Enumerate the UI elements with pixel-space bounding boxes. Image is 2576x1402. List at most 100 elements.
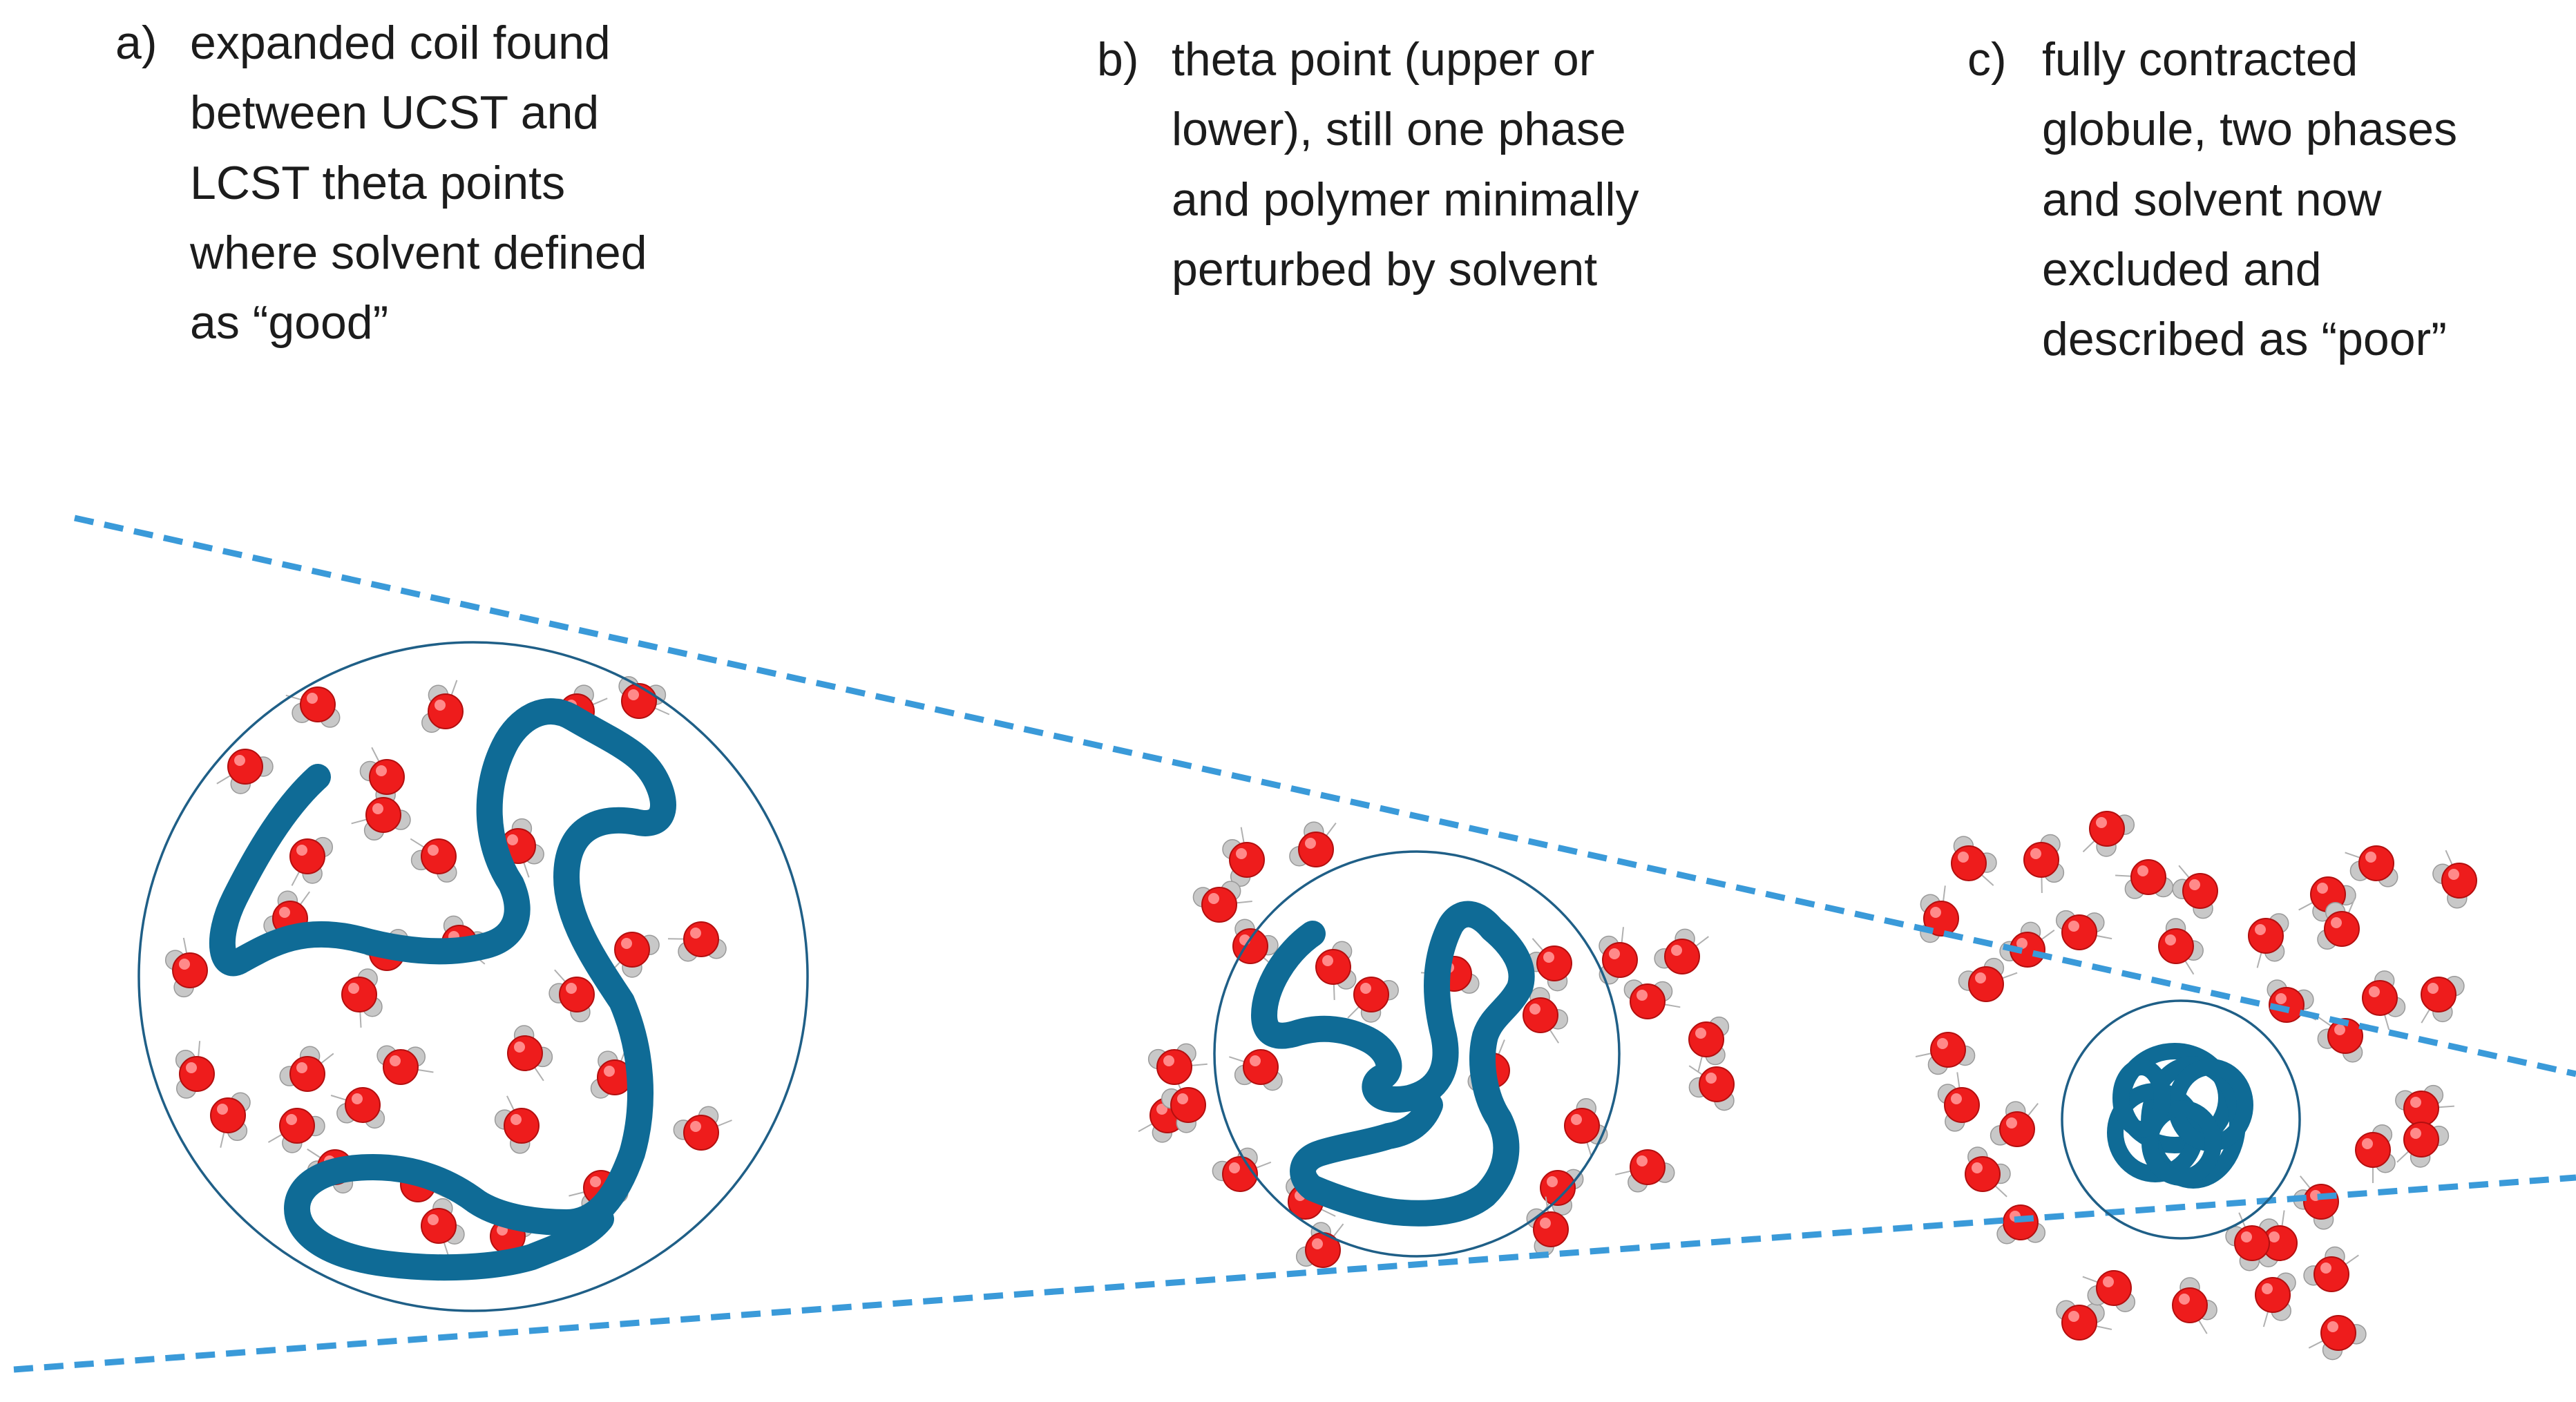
oxygen-atom	[172, 952, 208, 988]
oxygen-highlight	[296, 1062, 307, 1073]
water-molecule	[1688, 1065, 1735, 1111]
oxygen-highlight	[2327, 1321, 2338, 1332]
water-molecule	[1951, 836, 1997, 886]
oxygen-highlight	[1250, 1055, 1261, 1066]
oxygen-highlight	[1540, 1218, 1551, 1229]
oxygen-highlight	[2365, 852, 2376, 863]
water-molecule	[210, 1092, 251, 1149]
oxygen-atom	[1243, 1049, 1279, 1085]
oxygen-highlight	[2369, 986, 2380, 997]
caption-b-line: and polymer minimally	[1172, 173, 1639, 226]
water-molecule	[1623, 979, 1681, 1019]
oxygen-atom	[2061, 1305, 2097, 1341]
oxygen-highlight	[1322, 955, 1333, 966]
oxygen-highlight	[1695, 1028, 1706, 1039]
oxygen-highlight	[2006, 1117, 2017, 1129]
water-molecule	[2255, 1272, 2296, 1327]
caption-b: b) theta point (upper or lower), still o…	[1097, 25, 1639, 305]
oxygen-highlight	[1975, 972, 1986, 983]
oxygen-atom	[1630, 1149, 1666, 1185]
caption-a: a) expanded coil found between UCST and …	[115, 8, 647, 358]
caption-b-line: perturbed by solvent	[1172, 242, 1598, 296]
oxygen-highlight	[1543, 952, 1554, 963]
oxygen-highlight	[1937, 1038, 1948, 1049]
oxygen-highlight	[296, 845, 307, 856]
water-molecule	[1958, 957, 2018, 1002]
oxygen-highlight	[2255, 924, 2266, 935]
water-molecule	[1937, 1072, 1980, 1132]
oxygen-highlight	[1609, 948, 1620, 959]
oxygen-atom	[2441, 863, 2477, 899]
oxygen-highlight	[286, 1114, 297, 1125]
water-molecule	[2115, 859, 2174, 899]
oxygen-highlight	[1360, 983, 1371, 994]
oxygen-atom	[559, 977, 595, 1012]
oxygen-highlight	[352, 1093, 363, 1104]
oxygen-highlight	[179, 959, 190, 970]
oxygen-highlight	[1637, 990, 1648, 1001]
oxygen-atom	[421, 1208, 457, 1244]
oxygen-atom	[341, 977, 377, 1012]
oxygen-highlight	[1972, 1162, 1983, 1173]
water-molecule	[2055, 910, 2112, 950]
oxygen-atom	[2358, 845, 2394, 881]
water-molecule	[2355, 1124, 2396, 1184]
water-molecule	[2082, 1270, 2136, 1312]
oxygen-atom	[2096, 1270, 2132, 1306]
oxygen-highlight	[1177, 1093, 1188, 1104]
oxygen-highlight	[2241, 1231, 2252, 1242]
oxygen-highlight	[217, 1104, 228, 1115]
oxygen-highlight	[1229, 1162, 1240, 1173]
water-molecule	[2158, 918, 2204, 975]
oxygen-atom	[1630, 983, 1666, 1019]
oxygen-highlight	[2448, 869, 2459, 880]
water-molecule	[2293, 1175, 2339, 1230]
water-molecule	[359, 747, 405, 805]
water-molecule	[1147, 1043, 1208, 1085]
oxygen-atom	[1156, 1049, 1192, 1085]
oxygen-highlight	[2317, 883, 2328, 894]
oxygen-highlight	[628, 689, 639, 700]
water-molecule	[1915, 1032, 1976, 1075]
oxygen-highlight	[604, 1066, 615, 1077]
oxygen-highlight	[2096, 817, 2107, 828]
oxygen-highlight	[2410, 1128, 2421, 1139]
upper-boundary-dashed-line	[74, 515, 2576, 1077]
oxygen-highlight	[690, 1121, 701, 1132]
oxygen-highlight	[2276, 993, 2287, 1004]
theta-polymer-chain	[1251, 901, 1535, 1227]
water-molecule	[1295, 1222, 1344, 1268]
water-molecule	[1192, 881, 1252, 923]
oxygen-atom	[428, 693, 464, 729]
oxygen-atom	[227, 749, 263, 785]
oxygen-atom	[1699, 1066, 1735, 1102]
globule-polymer-chain	[2107, 1043, 2253, 1189]
oxygen-highlight	[1951, 1093, 1962, 1104]
oxygen-atom	[1944, 1087, 1980, 1123]
oxygen-atom	[2061, 914, 2097, 950]
water-molecule	[164, 937, 208, 998]
water-molecule	[2298, 876, 2356, 922]
oxygen-atom	[369, 759, 405, 795]
oxygen-atom	[2023, 842, 2059, 878]
oxygen-atom	[1536, 945, 1572, 981]
water-molecule	[1688, 1016, 1730, 1072]
oxygen-atom	[2248, 918, 2284, 954]
oxygen-highlight	[2030, 848, 2041, 859]
oxygen-atom	[1523, 997, 1558, 1033]
water-molecule	[289, 836, 334, 886]
caption-c-line: and solvent now	[2042, 173, 2382, 226]
oxygen-atom	[179, 1056, 215, 1092]
caption-c-line: described as “poor”	[2042, 313, 2447, 366]
water-molecule	[1232, 919, 1279, 969]
oxygen-atom	[1951, 845, 1987, 881]
oxygen-atom	[300, 686, 336, 722]
water-molecule	[410, 838, 457, 883]
oxygen-atom	[345, 1087, 381, 1123]
oxygen-atom	[614, 932, 650, 968]
oxygen-atom	[507, 1035, 543, 1071]
water-molecule	[2317, 1016, 2363, 1063]
oxygen-atom	[2320, 1315, 2356, 1351]
water-molecule	[2395, 1084, 2454, 1126]
